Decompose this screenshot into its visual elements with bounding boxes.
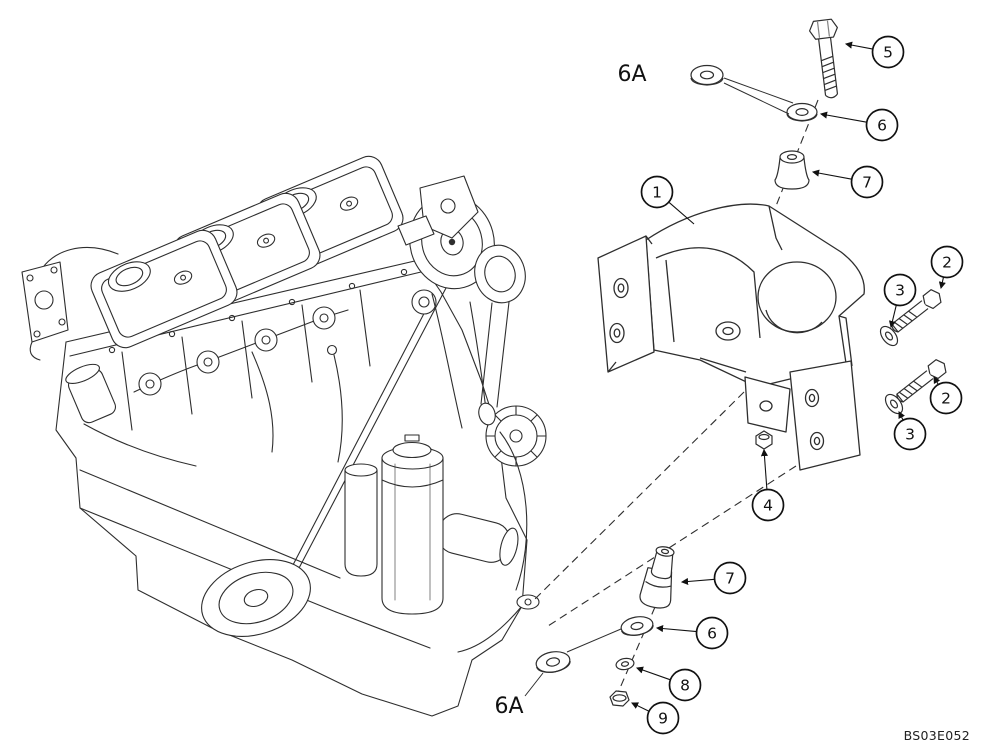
lower-hardware [524, 546, 675, 707]
svg-text:6: 6 [707, 625, 717, 643]
washer-6-top [786, 102, 818, 122]
engine-line-art [21, 155, 547, 717]
washer-6a-lower [524, 628, 622, 697]
svg-text:6A: 6A [617, 62, 646, 87]
svg-text:5: 5 [883, 44, 893, 62]
svg-text:9: 9 [658, 710, 668, 728]
callout-7-lower: 7 [680, 561, 747, 595]
svg-text:2: 2 [941, 390, 951, 408]
callout-2-lower: 2 [929, 376, 963, 415]
callout-9: 9 [631, 701, 680, 735]
nut-9 [609, 690, 630, 707]
svg-text:4: 4 [763, 497, 773, 515]
washer-6-lower [620, 616, 654, 636]
svg-text:8: 8 [680, 677, 690, 695]
callout-6-upper: 6 [819, 108, 899, 142]
top-hardware [690, 18, 839, 190]
right-hardware [879, 286, 950, 415]
callout-3-lower: 3 [893, 411, 927, 451]
callout-6-lower: 6 [655, 616, 729, 650]
isolator-7-lower [639, 546, 675, 609]
callout-3-upper: 3 [883, 273, 917, 329]
mount-bracket [597, 203, 865, 471]
bolt-5 [808, 18, 839, 99]
label-6a-lower: 6A [494, 694, 523, 719]
washer-6a-top [690, 64, 794, 115]
washer-8 [615, 657, 635, 671]
callout-2-upper: 2 [930, 245, 964, 290]
svg-text:7: 7 [725, 570, 735, 588]
callout-5: 5 [844, 35, 905, 69]
svg-text:7: 7 [862, 174, 872, 192]
label-6a-upper: 6A [617, 62, 646, 87]
callout-4: 4 [751, 448, 785, 522]
nut-4 [755, 430, 773, 450]
callout-layer: 1 5 6 7 2 3 2 3 4 7 6 89 6A 6A [494, 35, 964, 735]
svg-text:1: 1 [652, 184, 662, 202]
svg-text:6: 6 [877, 117, 887, 135]
callout-1: 1 [640, 175, 695, 225]
svg-text:3: 3 [895, 282, 905, 300]
callout-7-upper: 7 [811, 165, 884, 199]
svg-text:2: 2 [942, 254, 952, 272]
callout-8: 8 [635, 666, 702, 702]
svg-text:6A: 6A [494, 694, 523, 719]
figure-reference-code: BS03E052 [903, 728, 970, 743]
svg-text:3: 3 [905, 426, 915, 444]
grommet-7-top [774, 150, 810, 190]
washer-3-upper [879, 325, 899, 347]
